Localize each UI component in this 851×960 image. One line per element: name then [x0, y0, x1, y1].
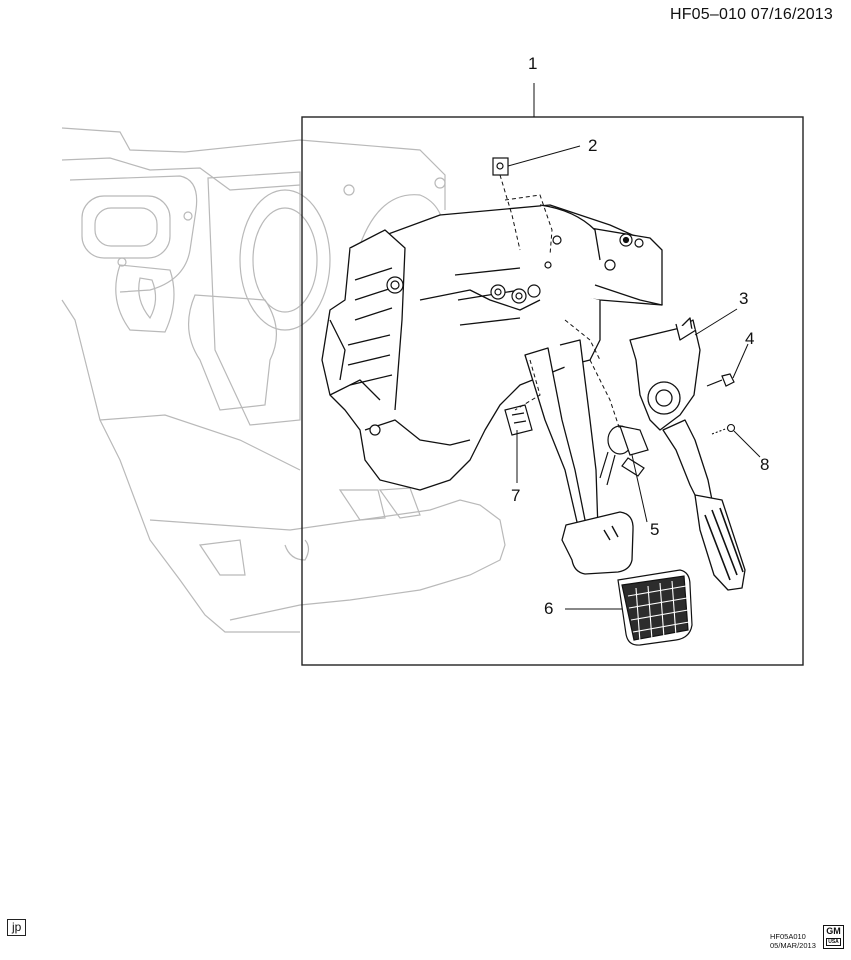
footer-info: HF05A010 05/MAR/2013	[770, 932, 816, 950]
bracket-fasteners	[369, 233, 644, 436]
brake-pedal	[524, 339, 634, 575]
gm-logo: GM USA	[823, 925, 844, 949]
callout-7: 7	[511, 486, 520, 505]
diagram-reference: HF05–010 07/16/2013	[669, 6, 833, 23]
callout-1: 1	[528, 54, 537, 73]
retainer-item-2	[492, 157, 509, 176]
callout-4: 4	[745, 329, 754, 348]
callout-8: 8	[760, 455, 769, 474]
clip-item-7	[504, 404, 533, 436]
callout-3: 3	[739, 289, 748, 308]
dashboard-background	[61, 127, 506, 633]
screw-item-8	[711, 423, 736, 435]
callout-2: 2	[588, 136, 597, 155]
pedal-pad-item-6	[617, 569, 693, 646]
pedal-bracket	[321, 204, 663, 491]
callout-6: 6	[544, 599, 553, 618]
gm-logo-text: GM	[826, 926, 841, 936]
stoplamp-switch-item-5	[599, 425, 649, 486]
assembly-dashed-lines	[499, 174, 621, 431]
accelerator-pedal	[629, 317, 746, 591]
callout-5: 5	[650, 520, 659, 539]
bolt-item-4	[706, 373, 735, 387]
leader-lines	[507, 83, 761, 610]
assembly-frame	[301, 116, 804, 666]
language-badge: jp	[7, 919, 27, 936]
gm-logo-sub: USA	[826, 938, 841, 946]
footer-code: HF05A010	[770, 932, 806, 941]
footer-date: 05/MAR/2013	[770, 941, 816, 950]
